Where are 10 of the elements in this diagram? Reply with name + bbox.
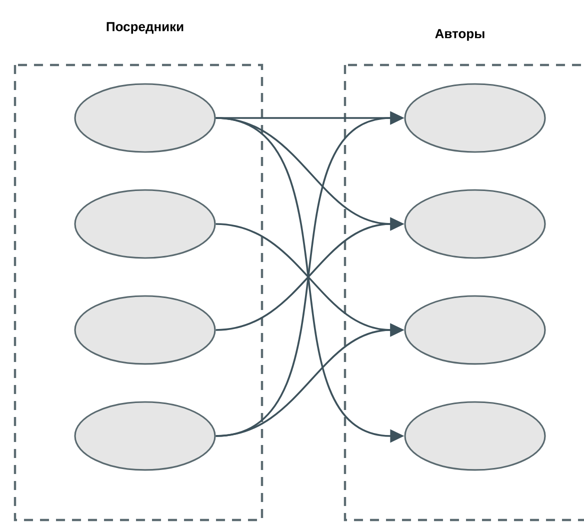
ellipse-node [74,189,216,259]
ellipse-node [404,401,546,471]
ellipse-node [74,401,216,471]
ellipse-node [404,295,546,365]
ellipse-node [404,189,546,259]
ellipse-node [74,295,216,365]
group-title: Посредники [106,22,184,34]
ellipse-node [404,83,546,153]
ellipse-node [74,83,216,153]
group-title: Авторы [435,29,484,41]
